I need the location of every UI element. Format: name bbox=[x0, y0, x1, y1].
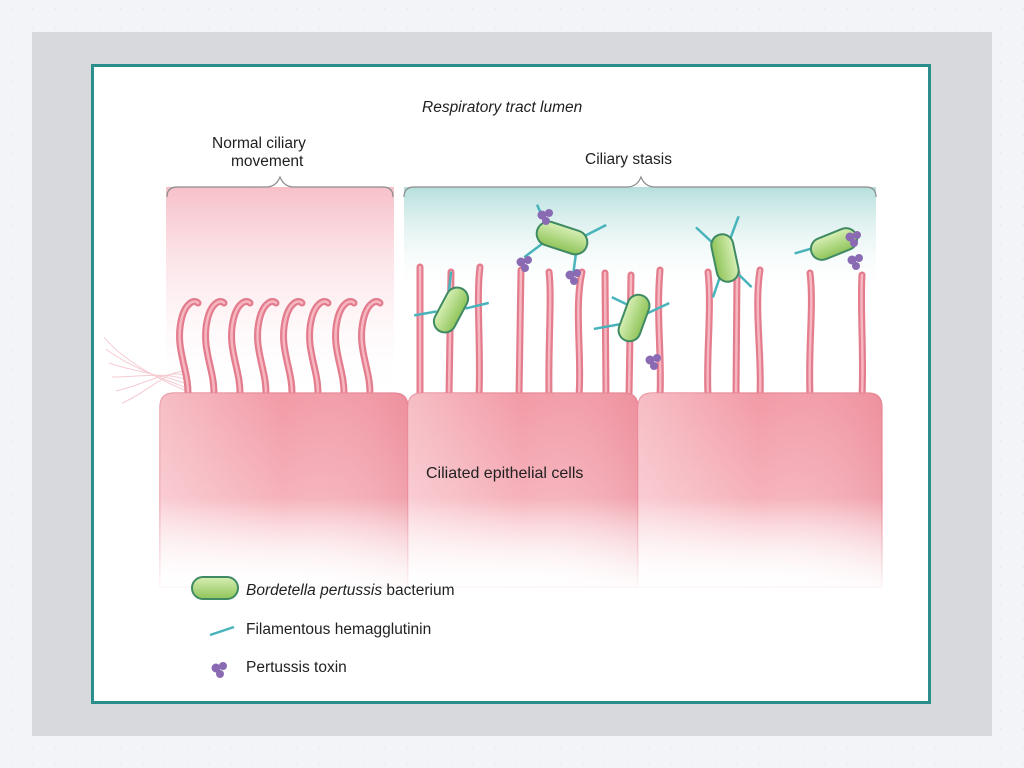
hemagglutinin bbox=[413, 310, 437, 317]
bacterium bbox=[413, 271, 490, 334]
normal-cilia-highlight bbox=[178, 300, 382, 395]
legend-symbols bbox=[191, 576, 239, 678]
bacterium bbox=[593, 293, 670, 343]
normal-label-line2: movement bbox=[231, 153, 304, 170]
normal-label-line1: Normal ciliary bbox=[212, 135, 306, 152]
epithelial-cells bbox=[154, 392, 894, 597]
toxin-icon bbox=[211, 662, 227, 678]
toxin bbox=[537, 209, 553, 225]
bacterium bbox=[695, 215, 753, 298]
cells-label: Ciliated epithelial cells bbox=[426, 465, 584, 482]
toxin bbox=[645, 354, 661, 370]
stasis-label: Ciliary stasis bbox=[585, 151, 672, 168]
legend-toxin-label: Pertussis toxin bbox=[246, 659, 347, 676]
legend-hemagglutinin-label: Filamentous hemagglutinin bbox=[246, 621, 432, 638]
toxin bbox=[516, 256, 532, 272]
toxins-group bbox=[516, 209, 863, 370]
stasis-region-glow bbox=[404, 187, 876, 292]
figure-panel: Respiratory tract lumen Normal ciliary m… bbox=[91, 64, 931, 704]
toxin bbox=[847, 254, 863, 270]
ciliary-diagram bbox=[103, 175, 894, 678]
toxin bbox=[845, 231, 861, 247]
normal-bracket bbox=[166, 175, 394, 198]
lumen-label: Respiratory tract lumen bbox=[422, 99, 583, 116]
normal-region-glow bbox=[166, 187, 394, 397]
bacterium-icon bbox=[191, 576, 239, 600]
legend-bacterium-label: Bordetella pertussis bacterium bbox=[246, 582, 455, 599]
stasis-bracket bbox=[403, 175, 877, 198]
toxin bbox=[565, 269, 581, 285]
hemagglutinin-icon bbox=[209, 625, 235, 637]
